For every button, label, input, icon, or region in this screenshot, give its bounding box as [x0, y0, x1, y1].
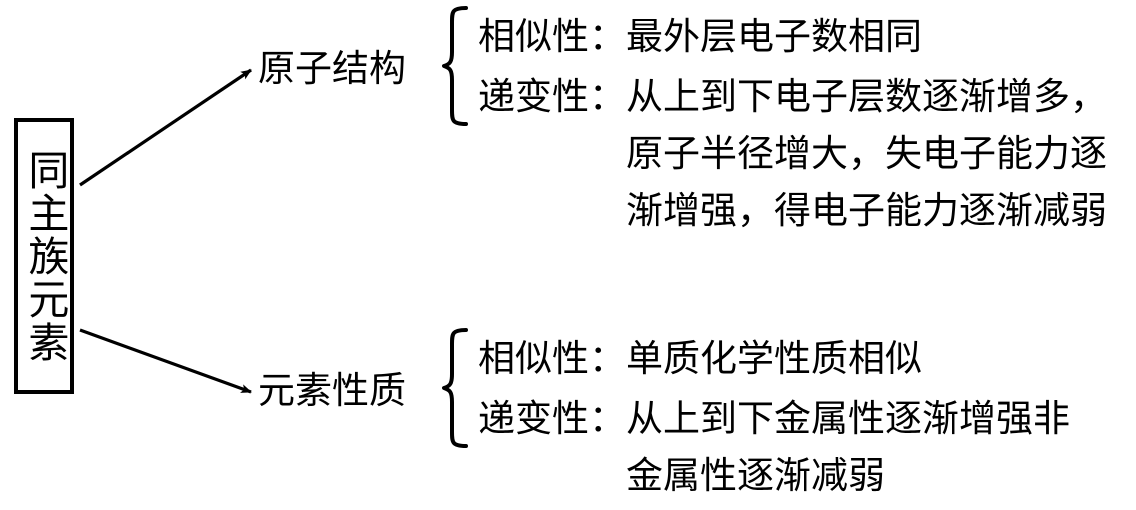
content-group-atomic-structure: 相似性： 最外层电子数相同 递变性： 从上到下电子层数逐渐增多，原子半径增大，失…	[478, 8, 1136, 242]
content-group-element-properties: 相似性： 单质化学性质相似 递变性： 从上到下金属性逐渐增强非金属性逐渐减弱	[478, 330, 1096, 507]
row-value-gradation: 从上到下金属性逐渐增强非金属性逐渐减弱	[626, 397, 1070, 497]
branch-label-atomic-structure: 原子结构	[258, 47, 406, 90]
content-row: 相似性： 单质化学性质相似	[478, 330, 1096, 387]
row-key-gradation: 递变性：	[478, 397, 626, 440]
content-row: 递变性： 从上到下金属性逐渐增强非金属性逐渐减弱	[478, 390, 1096, 504]
arrow-upper	[79, 68, 252, 187]
row-value-similarity: 最外层电子数相同	[626, 15, 922, 58]
branch-label-element-properties: 元素性质	[258, 369, 406, 412]
root-node-label: 同主族元素	[20, 148, 69, 364]
row-key-similarity: 相似性：	[478, 337, 626, 380]
brace-lower	[442, 328, 468, 448]
row-key-gradation: 递变性：	[478, 75, 626, 118]
row-value-gradation: 从上到下电子层数逐渐增多，原子半径增大，失电子能力逐渐增强，得电子能力逐渐减弱	[626, 75, 1107, 232]
content-row: 相似性： 最外层电子数相同	[478, 8, 1136, 65]
root-node-box: 同主族元素	[14, 118, 74, 394]
row-value-similarity: 单质化学性质相似	[626, 337, 922, 380]
content-row: 递变性： 从上到下电子层数逐渐增多，原子半径增大，失电子能力逐渐增强，得电子能力…	[478, 68, 1136, 239]
brace-upper	[442, 6, 468, 126]
arrow-lower	[79, 328, 252, 394]
row-key-similarity: 相似性：	[478, 15, 626, 58]
